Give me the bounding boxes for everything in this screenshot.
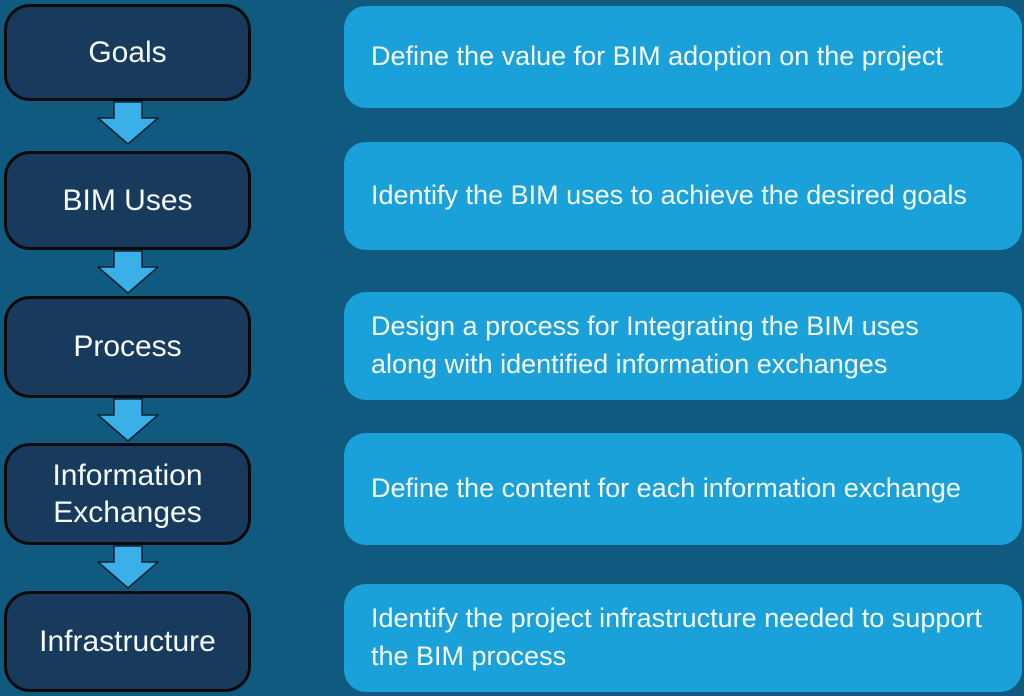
description-text: Define the value for BIM adoption on the… [371,41,943,72]
down-arrow-icon [96,250,160,294]
step-label: Process [73,330,182,364]
description-box-infrastructure: Identify the project infrastructure need… [344,584,1022,692]
description-text: Identify the BIM uses to achieve the des… [371,180,967,211]
step-box-process: Process [4,296,251,398]
step-box-infrastructure: Infrastructure [4,591,251,692]
down-arrow-icon [96,101,160,145]
step-label: Infrastructure [39,624,216,658]
description-box-bim-uses: Identify the BIM uses to achieve the des… [344,142,1022,250]
step-label: BIM Uses [62,183,193,217]
description-box-information-exchanges: Define the content for each information … [344,433,1022,545]
step-label: Goals [88,35,167,69]
description-text: Design a process for Integrating the BIM… [371,311,919,379]
step-box-information-exchanges: Information Exchanges [4,443,251,545]
step-box-goals: Goals [4,4,251,101]
description-text: Define the content for each information … [371,473,961,504]
description-box-goals: Define the value for BIM adoption on the… [344,6,1022,108]
description-text: Identify the project infrastructure need… [371,603,982,671]
down-arrow-icon [96,545,160,589]
step-box-bim-uses: BIM Uses [4,151,251,250]
down-arrow-icon [96,398,160,442]
step-label: Information Exchanges [52,458,203,530]
description-box-process: Design a process for Integrating the BIM… [344,292,1022,400]
